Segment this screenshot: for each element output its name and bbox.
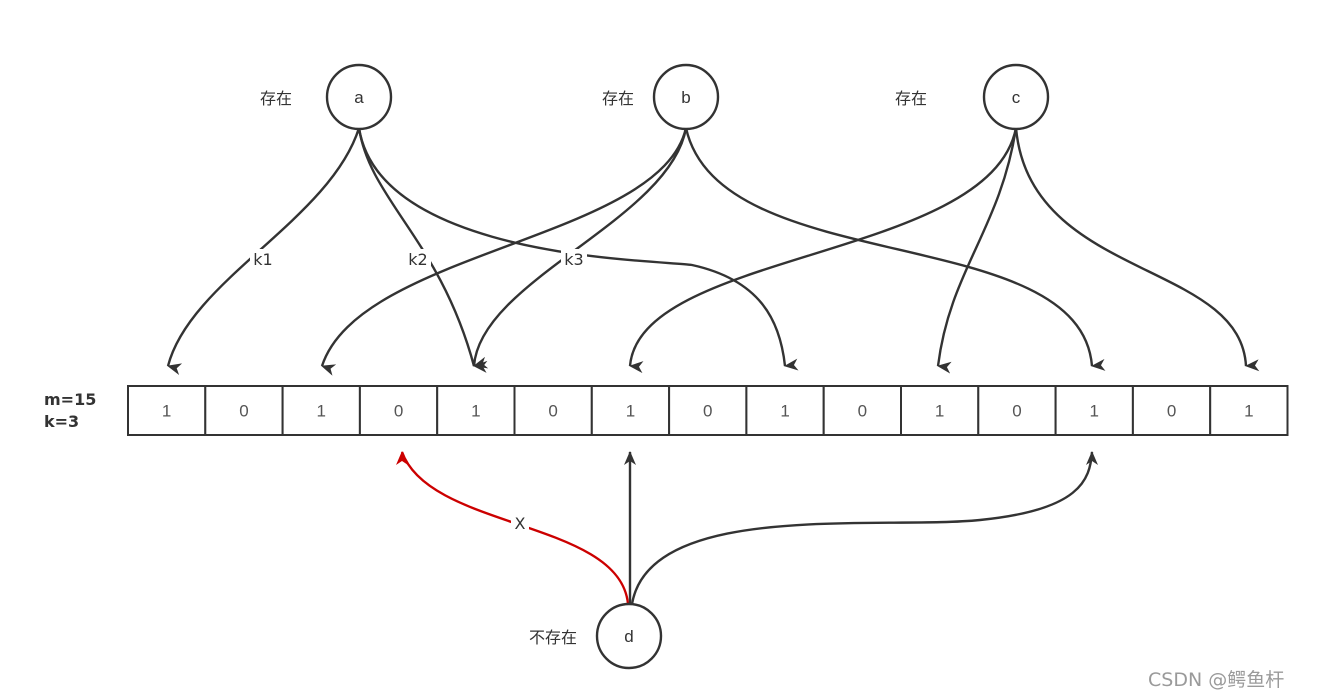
node-d: d xyxy=(595,602,663,670)
svg-text:k3: k3 xyxy=(564,250,583,269)
node-c-label: c xyxy=(1012,88,1021,107)
bit-cell-13: 0 xyxy=(1131,385,1212,436)
miss-label: X xyxy=(511,513,529,533)
bit-cell-5: 0 xyxy=(513,385,593,436)
bit-cell-14: 1 xyxy=(1209,385,1289,436)
hash-label-k2: k2 xyxy=(405,249,431,269)
bit-value: 0 xyxy=(858,402,867,421)
bit-array: 1 0 1 0 1 0 1 0 1 0 1 0 1 0 1 xyxy=(127,385,1289,436)
node-a-label: a xyxy=(354,88,364,107)
bit-cell-3: 0 xyxy=(358,385,439,436)
bit-value: 1 xyxy=(935,402,944,421)
bit-value: 0 xyxy=(239,402,248,421)
bit-cell-10: 1 xyxy=(900,385,980,436)
edge-a-k3 xyxy=(357,127,799,371)
bit-value: 1 xyxy=(780,402,789,421)
svg-text:k1: k1 xyxy=(253,250,272,269)
bit-value: 0 xyxy=(703,402,712,421)
bit-value: 1 xyxy=(1244,402,1253,421)
bit-cell-9: 0 xyxy=(822,385,903,436)
node-a-status: 存在 xyxy=(260,89,292,108)
hash-label-k3: k3 xyxy=(561,249,587,269)
svg-text:k2: k2 xyxy=(408,250,427,269)
edge-c-2 xyxy=(936,127,1018,374)
edge-a-k2 xyxy=(357,127,489,369)
edge-c-1 xyxy=(628,127,1018,374)
node-a: a xyxy=(325,63,393,131)
edge-c-3 xyxy=(1014,127,1260,372)
node-b-label: b xyxy=(681,88,690,107)
bit-cell-4: 1 xyxy=(436,385,516,436)
bit-cell-2: 1 xyxy=(281,385,361,436)
bit-value: 1 xyxy=(626,402,635,421)
bit-value: 1 xyxy=(317,402,326,421)
bit-value: 0 xyxy=(548,402,557,421)
edge-b-3 xyxy=(684,127,1106,371)
node-b: b xyxy=(652,63,720,131)
bit-value: 1 xyxy=(1090,402,1099,421)
bit-value: 0 xyxy=(1167,402,1176,421)
edge-d-hit-2 xyxy=(630,451,1098,605)
node-b-status: 存在 xyxy=(602,89,634,108)
watermark: CSDN @鳄鱼杆 xyxy=(1148,669,1284,691)
node-c: c xyxy=(982,63,1050,131)
bit-cell-7: 0 xyxy=(668,385,748,436)
edge-b-1 xyxy=(320,127,688,376)
bit-cell-11: 0 xyxy=(977,385,1057,436)
node-d-label: d xyxy=(624,627,633,646)
node-c-status: 存在 xyxy=(895,89,927,108)
svg-text:X: X xyxy=(515,514,526,533)
bit-cell-6: 1 xyxy=(590,385,671,436)
bit-cell-8: 1 xyxy=(745,385,825,436)
bit-value: 0 xyxy=(1012,402,1021,421)
bit-cell-12: 1 xyxy=(1054,385,1134,436)
bit-value: 1 xyxy=(162,402,171,421)
bit-cell-1: 0 xyxy=(204,385,284,436)
bit-value: 1 xyxy=(471,402,480,421)
param-m: m=15 xyxy=(44,390,96,409)
edge-a-k1 xyxy=(166,127,361,376)
bit-value: 0 xyxy=(394,402,403,421)
node-d-status: 不存在 xyxy=(529,628,577,647)
bit-cell-0: 1 xyxy=(127,385,207,436)
hash-label-k1: k1 xyxy=(250,249,276,269)
param-k: k=3 xyxy=(44,412,79,431)
